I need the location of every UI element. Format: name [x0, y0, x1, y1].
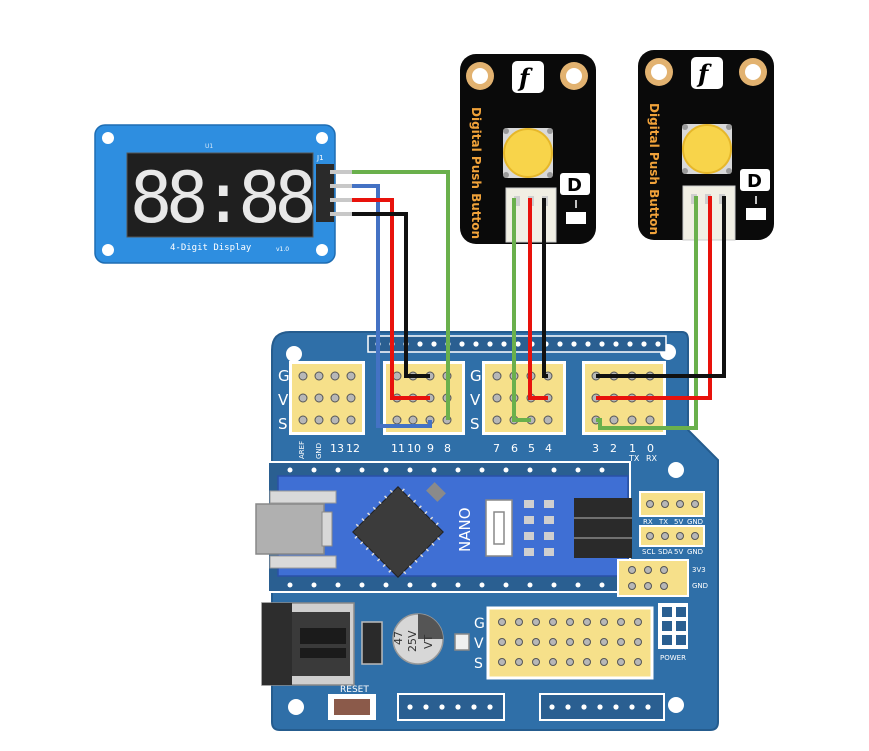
power-label-gnd: GND	[692, 582, 708, 590]
wires	[352, 170, 726, 430]
row-letter-v: V	[278, 391, 289, 409]
serial-label-gnd: GND	[687, 518, 703, 526]
wire-btn2-green	[596, 196, 698, 430]
cap-line-1: 47	[392, 631, 405, 645]
row-letter-g: G	[278, 367, 290, 385]
capacitor: 47 25V VT	[392, 613, 444, 665]
pin-label-1: 1	[629, 442, 636, 455]
display-ref-j1: J1	[316, 154, 324, 162]
pin-label-gnd: GND	[315, 443, 323, 459]
power-label-3v3: 3V3	[692, 566, 706, 574]
pin-label-12: 12	[346, 442, 360, 455]
logo-1: f	[517, 63, 533, 92]
display-ref-u1: U1	[205, 143, 213, 150]
type-badge-1: D	[567, 175, 582, 196]
pin-label-aref: AREF	[298, 441, 306, 459]
wire-btn1-green	[512, 198, 531, 422]
diode	[361, 621, 383, 665]
display-version: v1.0	[276, 246, 289, 253]
row-letter-s: S	[278, 415, 288, 433]
reset-button[interactable]: RESET	[328, 685, 376, 720]
wire-display-black	[352, 212, 430, 378]
bottom-letter-g: G	[474, 616, 485, 632]
pin-label-2: 2	[610, 442, 617, 455]
cap-line-3: VT	[422, 634, 435, 649]
row-letter-v-c: V	[470, 391, 481, 409]
display-digits: 88:88	[130, 157, 313, 239]
four-digit-display-module: 88:88 U1 J1 4-Digit Display v1.0	[94, 124, 352, 264]
wire-display-green	[352, 170, 450, 420]
pin-label-0: 0	[647, 442, 654, 455]
wire-display-red	[352, 198, 430, 400]
reset-label: RESET	[340, 685, 369, 695]
wire-btn1-black	[542, 198, 548, 378]
gvs-header-bottom: G V S	[474, 606, 654, 680]
pin-label-5: 5	[528, 442, 535, 455]
serial-label-rx: RX	[643, 518, 653, 526]
bottom-letter-s: S	[474, 656, 483, 672]
logo-2: f	[696, 59, 712, 88]
arduino-nano: NANO	[255, 475, 632, 578]
wire-btn2-black	[596, 196, 726, 378]
cap-line-2: 25V	[406, 630, 419, 652]
pin-label-3: 3	[592, 442, 599, 455]
pin-label-10: 10	[407, 442, 421, 455]
top-header-strip	[367, 335, 667, 353]
power-switch-label: POWER	[660, 654, 686, 662]
row-letter-s-c: S	[470, 415, 480, 433]
power-led	[454, 633, 470, 651]
pin-label-13: 13	[330, 442, 344, 455]
io-expansion-shield: G V S G V S AREF GND 13 12	[255, 331, 719, 731]
bottom-letter-v: V	[474, 636, 484, 652]
wire-display-blue	[352, 184, 432, 428]
nano-label: NANO	[456, 507, 474, 552]
yellow-button-cap-2[interactable]	[682, 124, 732, 174]
wire-btn2-red	[596, 196, 712, 400]
bottom-header-right	[539, 693, 665, 721]
i2c-label-gnd: GND	[687, 548, 703, 556]
push-button-module-2: f Digital Push Button D	[638, 50, 774, 241]
yellow-button-cap-1[interactable]	[503, 128, 553, 178]
dc-power-jack	[261, 602, 355, 686]
pin-label-11: 11	[391, 442, 405, 455]
serial-label-5v: 5V	[674, 518, 683, 526]
row-letter-g-c: G	[470, 367, 482, 385]
bottom-header-left	[397, 693, 505, 721]
gvs-header-a: AREF GND 13 12	[289, 361, 365, 459]
i2c-label-scl: SCL	[642, 548, 655, 556]
push-button-module-1: f Digital Push Button D	[460, 54, 596, 244]
pin-label-7: 7	[493, 442, 500, 455]
pin-label-tx: TX	[628, 454, 640, 463]
serial-label-tx: TX	[658, 518, 668, 526]
pin-label-9: 9	[427, 442, 434, 455]
i2c-label-5v: 5V	[674, 548, 683, 556]
button-title-2: Digital Push Button	[647, 103, 661, 235]
wire-btn1-red	[528, 198, 548, 400]
display-label: 4-Digit Display	[170, 243, 252, 253]
i2c-label-sda: SDA	[658, 548, 673, 556]
pin-label-4: 4	[545, 442, 552, 455]
type-badge-2: D	[747, 171, 762, 192]
pin-label-6: 6	[511, 442, 518, 455]
serial-i2c-headers: RX TX 5V GND SCL SDA 5V GND 3V3 GND	[617, 491, 708, 597]
power-switch: POWER	[658, 603, 688, 662]
pin-label-rx: RX	[646, 454, 658, 463]
pin-label-8: 8	[444, 442, 451, 455]
button-title-1: Digital Push Button	[469, 107, 483, 239]
